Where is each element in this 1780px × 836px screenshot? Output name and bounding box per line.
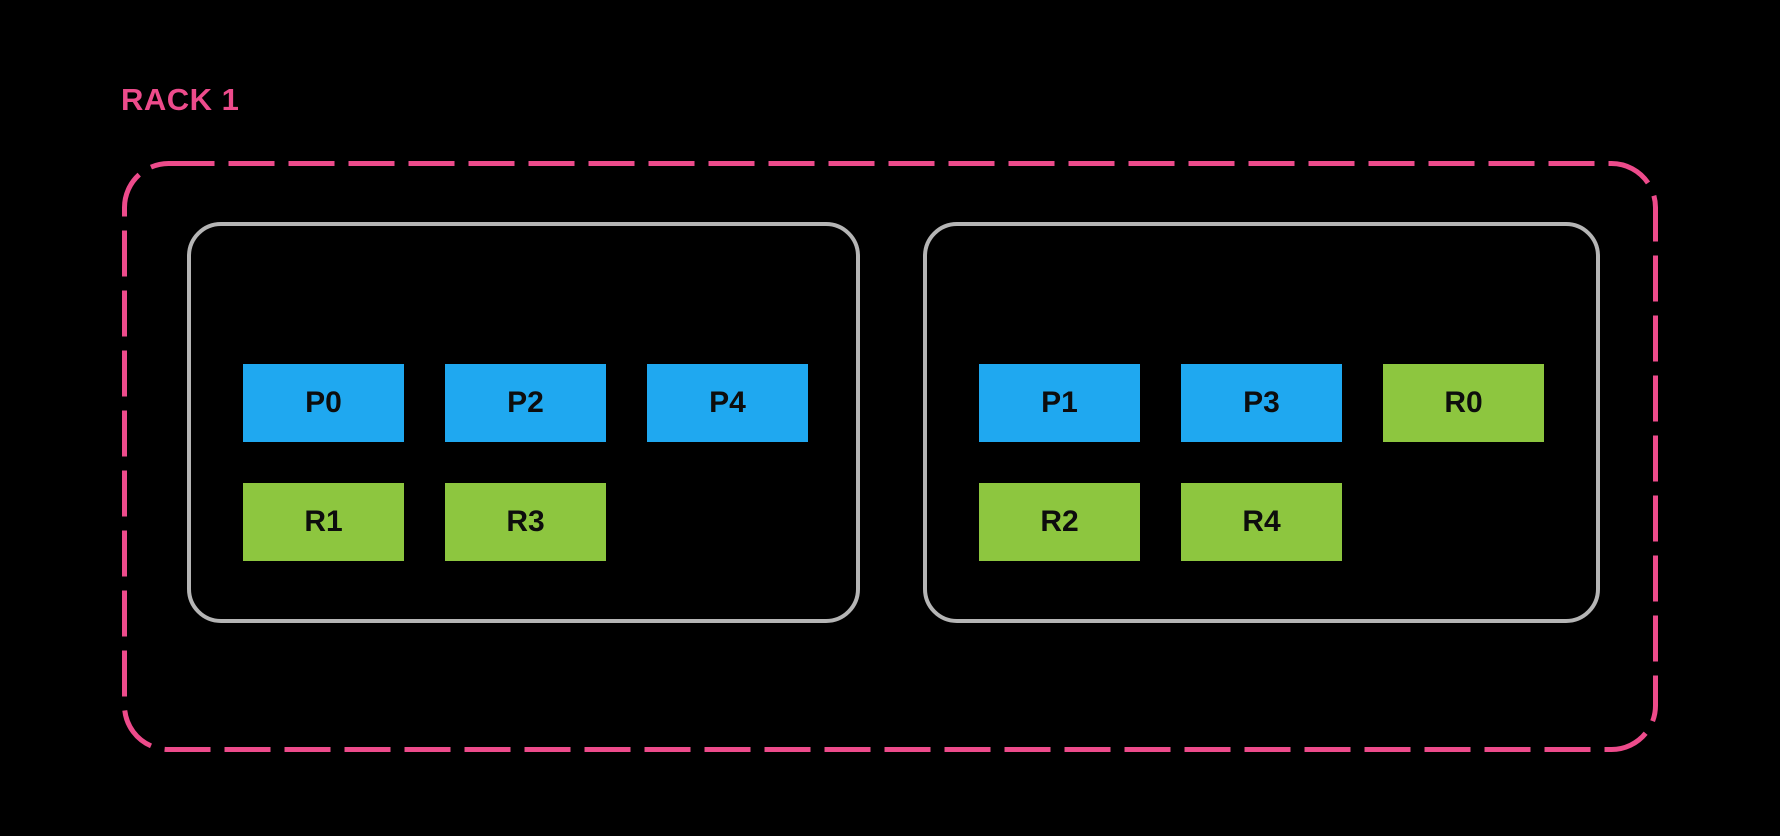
replica-block-r4: R4 [1181, 483, 1342, 561]
partition-block-p0: P0 [243, 364, 404, 442]
rack-title: RACK 1 [121, 82, 240, 117]
partition-block-p3: P3 [1181, 364, 1342, 442]
replica-block-r3: R3 [445, 483, 606, 561]
replica-block-r2: R2 [979, 483, 1140, 561]
partition-block-p4: P4 [647, 364, 808, 442]
replica-block-r1: R1 [243, 483, 404, 561]
partition-block-p1: P1 [979, 364, 1140, 442]
partition-block-p2: P2 [445, 364, 606, 442]
broker-box-1: P0 P2 P4 R1 R3 [187, 222, 860, 623]
broker-box-2: P1 P3 R0 R2 R4 [923, 222, 1600, 623]
rack-dashed-border [122, 161, 1658, 752]
replica-block-r0: R0 [1383, 364, 1544, 442]
